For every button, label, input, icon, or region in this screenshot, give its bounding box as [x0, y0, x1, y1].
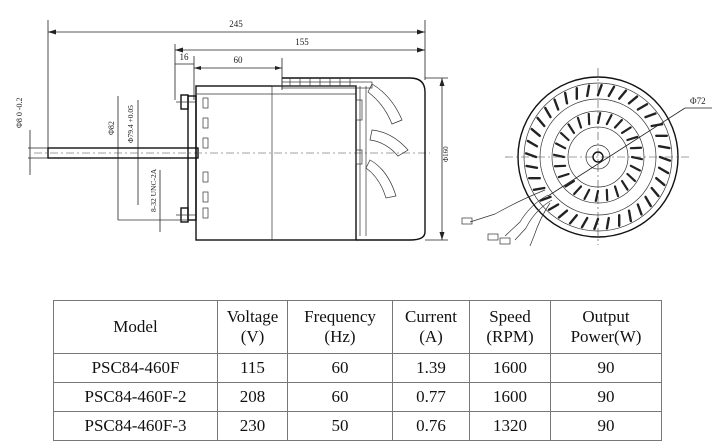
cell-voltage: 208	[217, 382, 288, 412]
vent-slot	[657, 145, 671, 150]
vent-slot	[583, 188, 591, 200]
vent-slot	[636, 103, 649, 111]
cell-current: 0.77	[392, 382, 470, 412]
vent-slot	[576, 116, 583, 129]
cell-speed: 1320	[469, 411, 551, 441]
vent-slot	[596, 111, 602, 125]
cell-current: 1.39	[392, 353, 470, 383]
vent-slot	[630, 155, 644, 161]
dim-overall-length: 245	[229, 19, 243, 29]
dim-shaft-diameter: Φ8 0 -0.2	[15, 97, 24, 128]
dim-body-length: 155	[295, 37, 309, 47]
vent-slot	[524, 152, 538, 159]
vent-slot	[627, 209, 633, 223]
vent-slot	[532, 186, 546, 192]
vent-slot	[544, 106, 552, 119]
vent-slot	[564, 179, 576, 188]
vent-slot	[573, 185, 583, 196]
front-view: Φ72	[461, 68, 712, 247]
vent-slot	[650, 122, 664, 128]
cell-power: 90	[550, 411, 662, 441]
header-frequency: Frequency(Hz)	[287, 300, 393, 354]
cell-frequency: 60	[287, 382, 393, 412]
vent-slot	[552, 153, 566, 159]
vent-slot	[594, 189, 600, 203]
vent-slot	[555, 142, 567, 150]
vent-slot	[536, 116, 546, 128]
specification-table: Model Voltage(V) Frequency(Hz) Current(A…	[53, 300, 662, 441]
cell-frequency: 50	[287, 411, 393, 441]
vent-slot	[620, 179, 629, 191]
fan-blades	[355, 83, 409, 236]
dim-diameter-82: Φ82	[107, 121, 116, 135]
cell-model: PSC84-460F-2	[53, 382, 218, 412]
table-row: PSC84-460F 115 60 1.39 1600 90	[53, 353, 662, 383]
vent-slot	[557, 209, 569, 219]
cell-current: 0.76	[392, 411, 470, 441]
side-view: 245 155 16 60 Φ8 0 -0.2 Φ82 Φ7	[15, 19, 450, 241]
vent-slot	[559, 132, 570, 142]
dim-diameter-79: Φ79.4 +0.05	[126, 105, 135, 143]
vent-slot	[655, 177, 666, 187]
table-row: PSC84-460F-3 230 50 0.76 1320 90	[53, 411, 662, 441]
header-model: Model	[53, 300, 218, 354]
vent-slot	[557, 172, 570, 179]
vent-slot	[596, 83, 603, 97]
dim-studs: 8-32 UNC-2A	[149, 168, 158, 212]
vent-slot	[613, 185, 620, 198]
table-header-row: Model Voltage(V) Frequency(Hz) Current(A…	[53, 300, 662, 354]
cell-power: 90	[550, 353, 662, 383]
vent-slot	[650, 186, 660, 198]
vent-slot	[593, 217, 600, 231]
cell-model: PSC84-460F	[53, 353, 218, 383]
vent-slot	[644, 112, 657, 119]
vent-slot	[530, 127, 541, 137]
vent-slot	[636, 203, 643, 216]
cell-voltage: 115	[217, 353, 288, 383]
vent-slot	[568, 214, 578, 225]
vent-slot	[605, 216, 610, 230]
vent-slot	[586, 84, 591, 98]
dim-offset: 16	[180, 52, 190, 62]
vent-slot	[626, 172, 637, 182]
vent-slot	[644, 195, 652, 208]
inner-vents	[552, 111, 644, 203]
header-voltage: Voltage(V)	[217, 300, 288, 354]
vent-slot	[580, 216, 589, 229]
cell-model: PSC84-460F-3	[53, 411, 218, 441]
vent-slot	[553, 98, 560, 111]
wire-leads	[461, 189, 553, 247]
vent-slot	[525, 164, 539, 169]
header-current: Current(A)	[392, 300, 470, 354]
vent-slot	[563, 91, 569, 105]
vent-slot	[658, 155, 672, 162]
vent-slot	[626, 135, 639, 142]
vent-slot	[627, 95, 639, 105]
dim-diameter-160: Φ160	[442, 146, 450, 162]
vent-slot	[613, 118, 623, 129]
cell-speed: 1600	[469, 353, 551, 383]
cell-power: 90	[550, 382, 662, 412]
cell-frequency: 60	[287, 353, 393, 383]
vent-slot	[567, 123, 576, 135]
vent-slot	[539, 195, 552, 202]
motor-technical-drawing: 245 155 16 60 Φ8 0 -0.2 Φ82 Φ7	[15, 19, 712, 247]
vent-slot	[605, 114, 613, 126]
cell-speed: 1600	[469, 382, 551, 412]
vent-slot	[629, 164, 641, 172]
outer-vents	[524, 83, 672, 231]
header-speed: Speed(RPM)	[469, 300, 551, 354]
vent-slot	[657, 166, 670, 175]
vent-slot	[618, 89, 628, 100]
dim-diameter-72: Φ72	[690, 96, 706, 106]
vent-slot	[526, 139, 539, 148]
cell-voltage: 230	[217, 411, 288, 441]
body-slots	[202, 97, 209, 219]
dim-bracket: 60	[234, 55, 244, 65]
vent-slot	[547, 203, 560, 211]
vent-slot	[620, 126, 632, 135]
table-row: PSC84-460F-2 208 60 0.77 1600 90	[53, 382, 662, 412]
vent-slot	[607, 85, 616, 98]
